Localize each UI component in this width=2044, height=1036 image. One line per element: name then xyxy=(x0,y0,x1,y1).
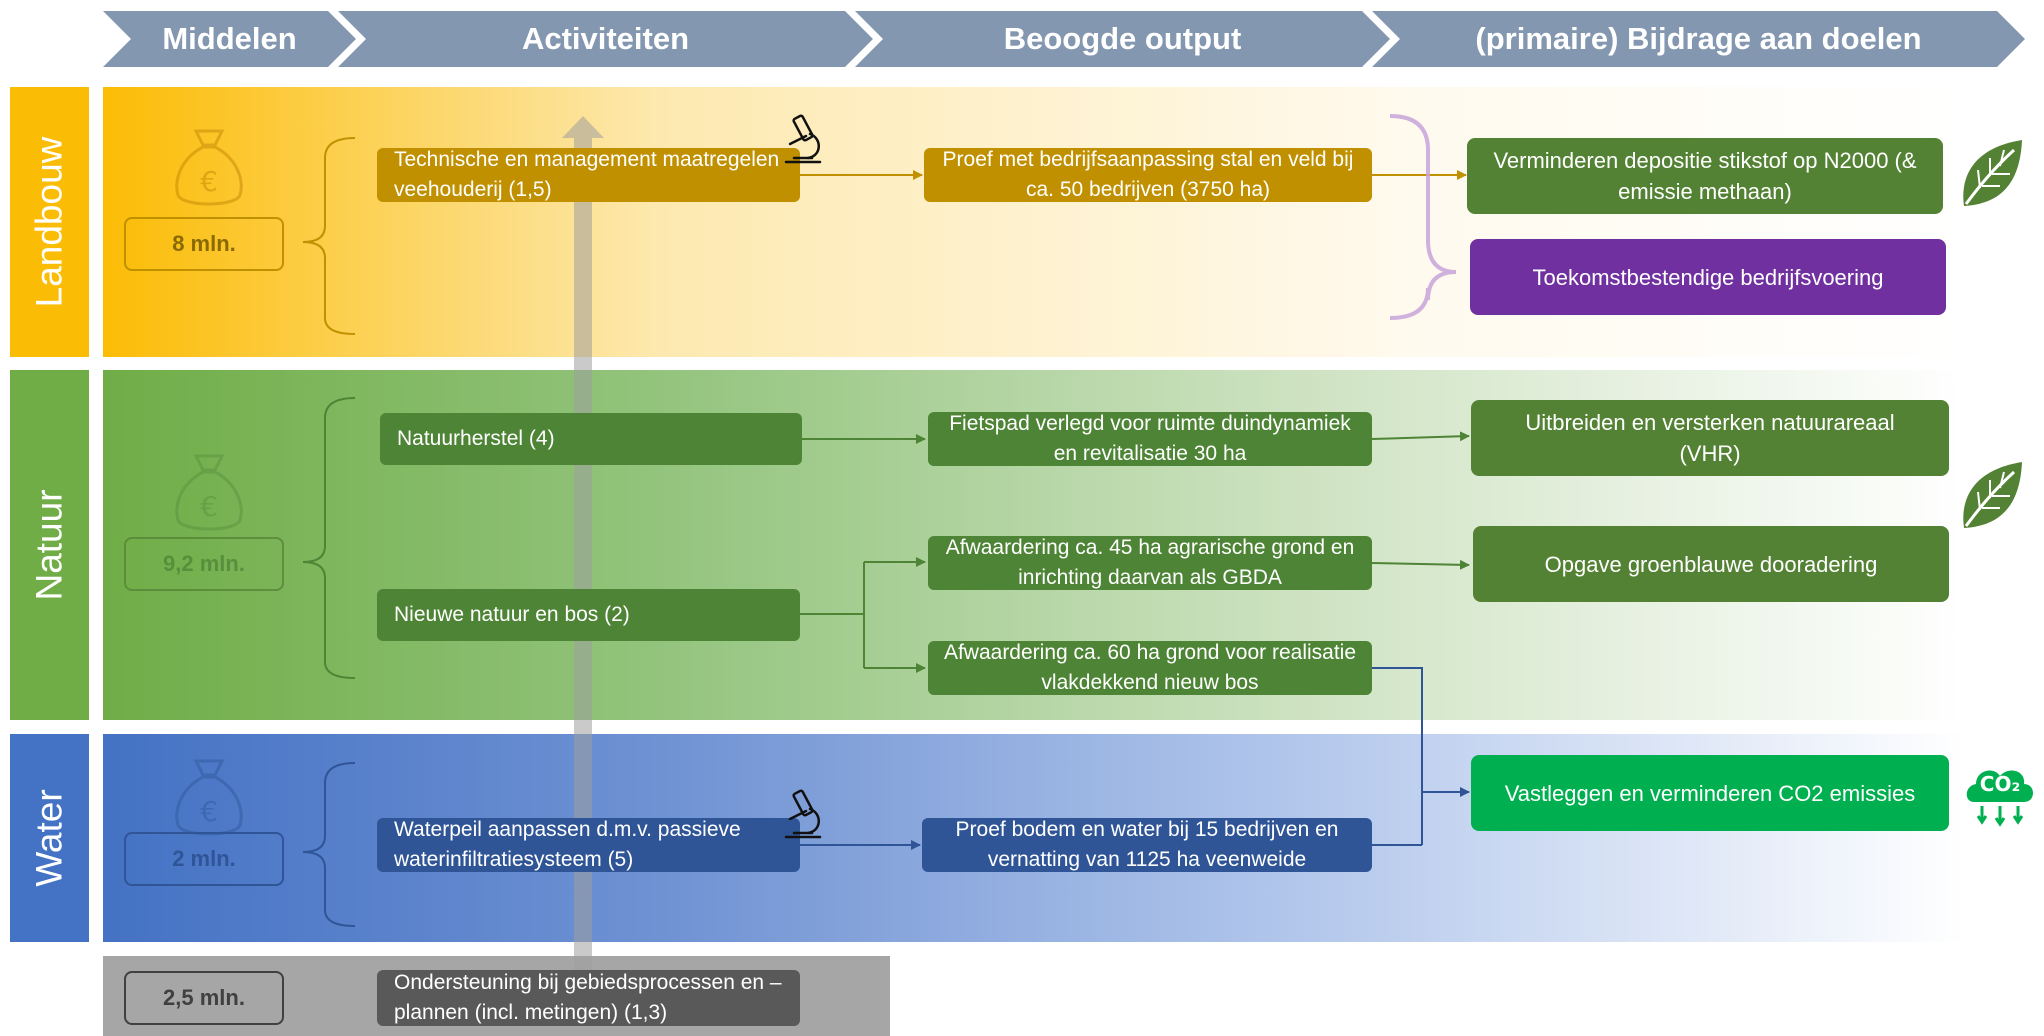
svg-text:€: € xyxy=(200,795,218,828)
activity-natuurherstel: Natuurherstel (4) xyxy=(380,413,802,465)
money-bag-icon: € xyxy=(175,759,243,836)
goal-bedrijfsvoering: Toekomstbestendige bedrijfsvoering xyxy=(1470,239,1946,315)
leaf-icon xyxy=(1963,462,2022,528)
output-landbouw: Proef met bedrijfsaanpassing stal en vel… xyxy=(924,148,1372,202)
leaf-icon xyxy=(1963,140,2022,206)
budget-natuur: 9,2 mln. xyxy=(124,537,284,591)
activity-landbouw: Technische en management maatregelen vee… xyxy=(377,148,800,202)
activity-support: Ondersteuning bij gebiedsprocessen en –p… xyxy=(377,970,800,1026)
money-bag-icon: € xyxy=(175,129,243,206)
support-arrow xyxy=(562,116,604,974)
co2-label: CO₂ xyxy=(1979,772,2021,796)
svg-text:€: € xyxy=(200,165,218,198)
activity-nieuwe-natuur: Nieuwe natuur en bos (2) xyxy=(377,589,800,641)
goal-natuurareaal: Uitbreiden en versterken natuurareaal (V… xyxy=(1471,400,1949,476)
microscope-icon xyxy=(784,789,822,839)
output-afwaardering-45: Afwaardering ca. 45 ha agrarische grond … xyxy=(928,536,1372,590)
svg-text:€: € xyxy=(200,490,218,523)
side-label-landbouw: Landbouw xyxy=(10,87,89,357)
header-beoogde-output: Beoogde output xyxy=(855,11,1390,67)
budget-support: 2,5 mln. xyxy=(124,971,284,1025)
header-activiteiten: Activiteiten xyxy=(338,11,873,67)
goal-co2: Vastleggen en verminderen CO2 emissies xyxy=(1471,755,1949,831)
output-water: Proef bodem en water bij 15 bedrijven en… xyxy=(922,818,1372,872)
budget-landbouw: 8 mln. xyxy=(124,217,284,271)
output-afwaardering-60: Afwaardering ca. 60 ha grond voor realis… xyxy=(928,641,1372,695)
output-fietspad: Fietspad verlegd voor ruimte duindynamie… xyxy=(928,412,1372,466)
header-bijdrage-doelen: (primaire) Bijdrage aan doelen xyxy=(1372,11,2025,67)
goal-groenblauw: Opgave groenblauwe dooradering xyxy=(1473,526,1949,602)
budget-water: 2 mln. xyxy=(124,832,284,886)
co2-cloud-icon: CO₂ xyxy=(1960,762,2040,828)
activity-water: Waterpeil aanpassen d.m.v. passieve wate… xyxy=(377,818,800,872)
side-label-natuur: Natuur xyxy=(10,370,89,720)
microscope-icon xyxy=(784,114,822,164)
side-label-water: Water xyxy=(10,734,89,942)
goal-stikstof: Verminderen depositie stikstof op N2000 … xyxy=(1467,138,1943,214)
header-middelen: Middelen xyxy=(103,11,356,67)
money-bag-icon: € xyxy=(175,454,243,531)
